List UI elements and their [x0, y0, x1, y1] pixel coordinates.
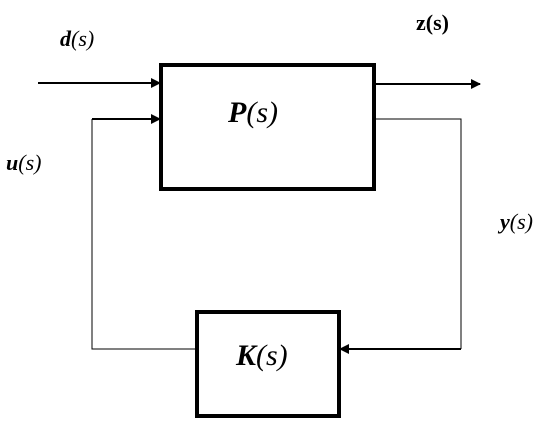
control-label: u(s)	[6, 150, 42, 175]
control-path	[91, 119, 196, 350]
plant-label: P(s)	[228, 96, 278, 129]
disturbance-label: d(s)	[60, 26, 95, 51]
measurement-label: y(s)	[500, 209, 533, 234]
plant-block	[159, 63, 376, 191]
controller-label: K(s)	[236, 339, 288, 372]
measurement-path	[376, 118, 462, 349]
performance-label: z(s)	[416, 10, 449, 35]
controller-block	[195, 310, 341, 418]
